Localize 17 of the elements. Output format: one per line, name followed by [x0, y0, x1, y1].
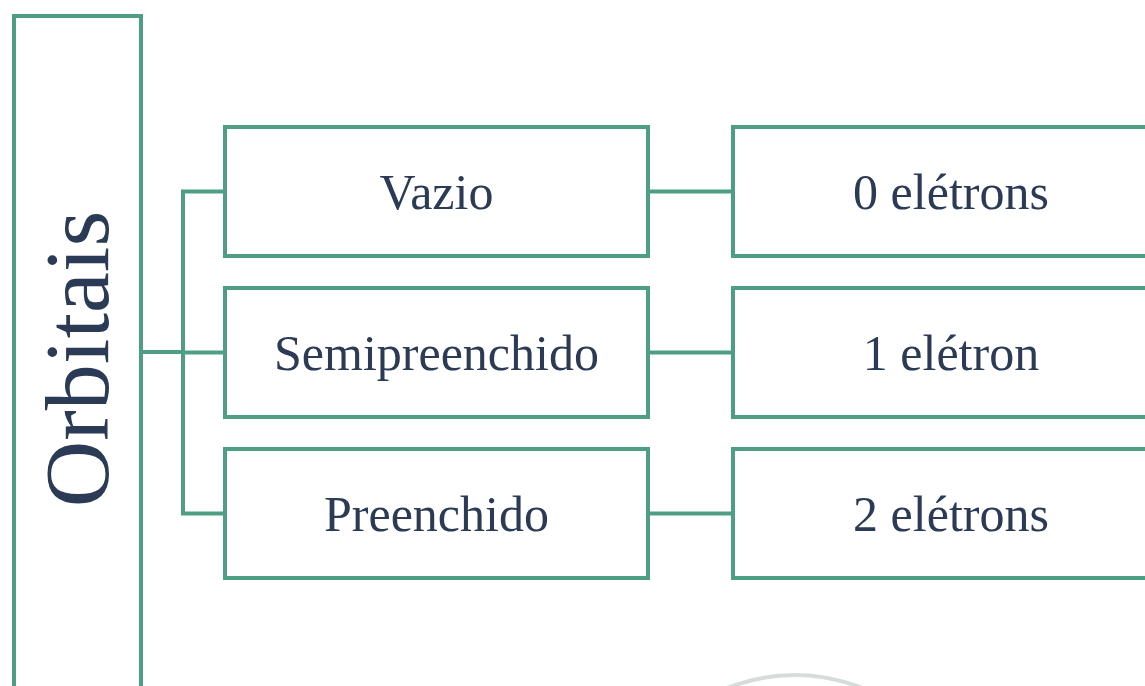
label-box: [731, 125, 1145, 258]
label-box: [223, 447, 650, 580]
title-box: [12, 14, 143, 686]
connector-line: [143, 350, 223, 516]
box-text: 0 elétrons: [853, 166, 1049, 217]
box-text: 1 elétron: [862, 327, 1040, 378]
box-text: Vazio: [379, 166, 494, 217]
connector-line: [650, 189, 731, 194]
box-text: Orbitais: [31, 210, 124, 508]
label-box: [223, 286, 650, 419]
label-box: [223, 125, 650, 258]
label-box: [731, 286, 1145, 419]
connector-line: [650, 511, 731, 516]
connector-line: [650, 350, 731, 355]
box-text: 2 elétrons: [853, 488, 1049, 539]
label-box: [731, 447, 1145, 580]
box-text: Preenchido: [324, 488, 549, 539]
